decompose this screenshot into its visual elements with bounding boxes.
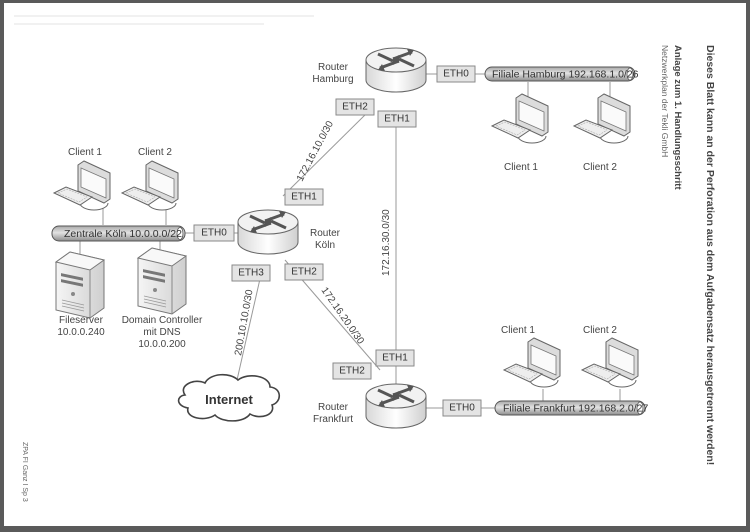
router-label: Router <box>310 228 341 239</box>
router-koeln[interactable]: Router Köln <box>236 208 341 256</box>
server-name: Fileserver <box>59 315 104 326</box>
server-ip: 10.0.0.240 <box>57 327 105 338</box>
client-label: Client 1 <box>501 325 535 336</box>
server-fileserver[interactable]: Fileserver 10.0.0.240 <box>55 251 105 338</box>
svg-text:ETH3: ETH3 <box>238 268 264 279</box>
svg-text:ETH0: ETH0 <box>201 228 227 239</box>
server-extra: mit DNS <box>143 327 181 338</box>
link-label-hamburg-frankfurt: 172.16.30.0/30 <box>381 209 392 276</box>
router-hamburg[interactable]: Router Hamburg <box>312 46 428 94</box>
internet-label: Internet <box>205 392 253 407</box>
bus-label: Filiale Frankfurt 192.168.2.0/27 <box>503 403 648 415</box>
bus-label: Filiale Hamburg 192.168.1.0/26 <box>492 69 639 81</box>
client-koeln-2[interactable]: Client 2 <box>121 147 179 211</box>
port-hamburg-eth1: ETH1 <box>377 110 417 128</box>
client-label: Client 2 <box>583 162 617 173</box>
client-label: Client 2 <box>138 147 172 158</box>
svg-text:ETH1: ETH1 <box>384 114 410 125</box>
svg-text:ETH2: ETH2 <box>339 366 365 377</box>
router-label: Router <box>318 402 349 413</box>
attachment-subtitle: Netzwerkplan der Tekli GmbH <box>660 45 670 158</box>
client-frankfurt-2[interactable]: Client 2 <box>581 325 639 388</box>
router-label: Köln <box>315 240 335 251</box>
document-page <box>4 3 746 526</box>
bus-hamburg: Filiale Hamburg 192.168.1.0/26 <box>484 66 639 82</box>
internet-cloud[interactable]: Internet <box>177 373 281 422</box>
port-hamburg-eth0: ETH0 <box>436 65 476 83</box>
server-name: Domain Controller <box>122 315 203 326</box>
client-label: Client 1 <box>504 162 538 173</box>
client-hamburg-2[interactable]: Client 2 <box>573 93 631 173</box>
port-koeln-eth1: ETH1 <box>284 188 324 206</box>
link-label-koeln-hamburg: 172.16.10.0/30 <box>295 119 336 183</box>
bus-label: Zentrale Köln 10.0.0.0/22 <box>64 228 182 240</box>
client-label: Client 1 <box>68 147 102 158</box>
network-frankfurt: Client 1 Client 2 Filiale Frankfurt 192.… <box>494 325 648 416</box>
port-frankfurt-eth1: ETH1 <box>375 349 415 367</box>
client-koeln-1[interactable]: Client 1 <box>53 147 111 211</box>
port-hamburg-eth2: ETH2 <box>335 98 375 116</box>
link-label-koeln-frankfurt: 172.16.20.0/30 <box>319 285 367 346</box>
router-frankfurt[interactable]: Router Frankfurt <box>313 382 428 430</box>
port-koeln-eth3: ETH3 <box>231 264 271 282</box>
port-koeln-eth0: ETH0 <box>193 224 235 242</box>
router-label: Router <box>318 62 349 73</box>
link-koeln-hamburg <box>282 109 371 197</box>
server-domain-controller[interactable]: Domain Controller mit DNS 10.0.0.200 <box>122 247 203 350</box>
link-koeln-internet <box>236 269 263 381</box>
server-ip: 10.0.0.200 <box>138 339 186 350</box>
network-koeln: Client 1 Client 2 Zentrale Köln 10.0.0.0… <box>51 147 203 350</box>
link-label-koeln-internet: 200.10.10.0/30 <box>233 288 255 356</box>
client-hamburg-1[interactable]: Client 1 <box>491 93 549 173</box>
bleed-through-text <box>14 15 314 17</box>
attachment-title: Anlage zum 1. Handlungsschritt <box>672 45 683 190</box>
svg-text:ETH0: ETH0 <box>449 403 475 414</box>
bus-koeln: Zentrale Köln 10.0.0.0/22 <box>51 225 186 242</box>
svg-text:ETH2: ETH2 <box>342 102 368 113</box>
port-koeln-eth2: ETH2 <box>284 263 324 281</box>
svg-text:ETH1: ETH1 <box>291 192 317 203</box>
router-label: Hamburg <box>312 74 353 85</box>
svg-text:ETH2: ETH2 <box>291 267 317 278</box>
svg-text:ETH1: ETH1 <box>382 353 408 364</box>
port-frankfurt-eth2: ETH2 <box>332 362 372 380</box>
client-frankfurt-1[interactable]: Client 1 <box>501 325 561 388</box>
client-label: Client 2 <box>583 325 617 336</box>
bleed-through-text <box>14 23 264 25</box>
footer-code: ZPA FI Ganz I Sp 3 <box>21 442 28 502</box>
bus-frankfurt: Filiale Frankfurt 192.168.2.0/27 <box>494 400 648 416</box>
network-hamburg: Filiale Hamburg 192.168.1.0/26 Client 1 … <box>484 66 639 173</box>
svg-text:ETH0: ETH0 <box>443 69 469 80</box>
perforation-note: Dieses Blatt kann an der Perforation aus… <box>704 45 716 466</box>
port-frankfurt-eth0: ETH0 <box>442 399 482 417</box>
router-label: Frankfurt <box>313 414 353 425</box>
